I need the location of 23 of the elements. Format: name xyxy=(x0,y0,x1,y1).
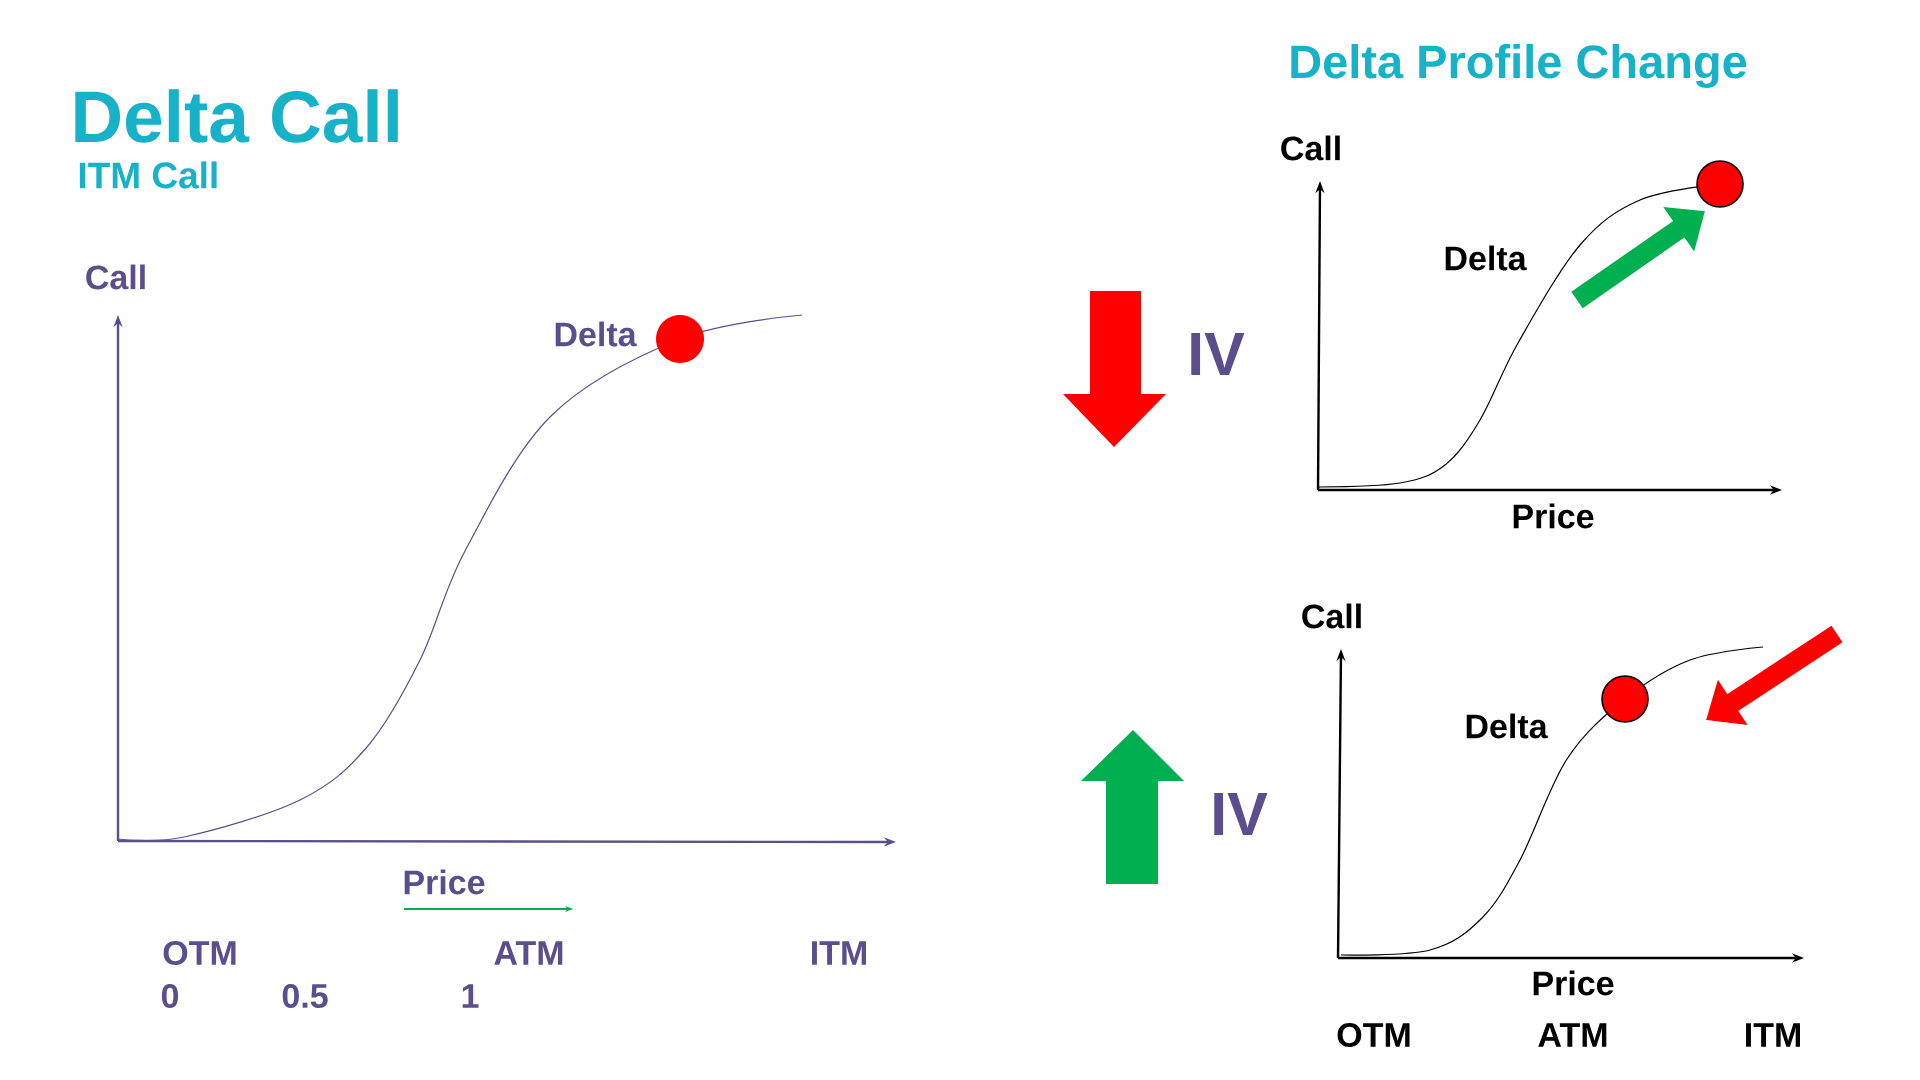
axis-label: ITM xyxy=(1746,1023,1800,1047)
axis-label: Call xyxy=(86,264,145,290)
axis-label: Delta xyxy=(1445,245,1527,271)
axis-label: Call xyxy=(1281,135,1340,161)
axis-label: 1 xyxy=(462,984,479,1008)
axis-label: 0.5 xyxy=(282,983,328,1009)
axis-label: Delta xyxy=(1466,713,1548,739)
axis-label: ITM xyxy=(812,941,866,965)
axis-label: Price xyxy=(1533,970,1614,996)
axis-label: Delta xyxy=(555,321,637,347)
axis-label: Price xyxy=(1513,503,1594,529)
axis-label: Price xyxy=(404,869,485,895)
axis-label: ATM xyxy=(1538,1023,1607,1047)
axis-label: 0 xyxy=(161,983,179,1009)
axis-label: OTM xyxy=(1337,1022,1410,1048)
heading: Delta Profile Change xyxy=(1291,44,1747,88)
iv-label: IV xyxy=(1214,793,1268,835)
title: Delta Call xyxy=(75,89,398,143)
iv-label: IV xyxy=(1191,333,1245,375)
axis-label: ATM xyxy=(494,941,563,965)
axis-label: Call xyxy=(1302,603,1361,629)
axis-label: OTM xyxy=(163,940,236,966)
heading: ITM Call xyxy=(79,161,217,189)
